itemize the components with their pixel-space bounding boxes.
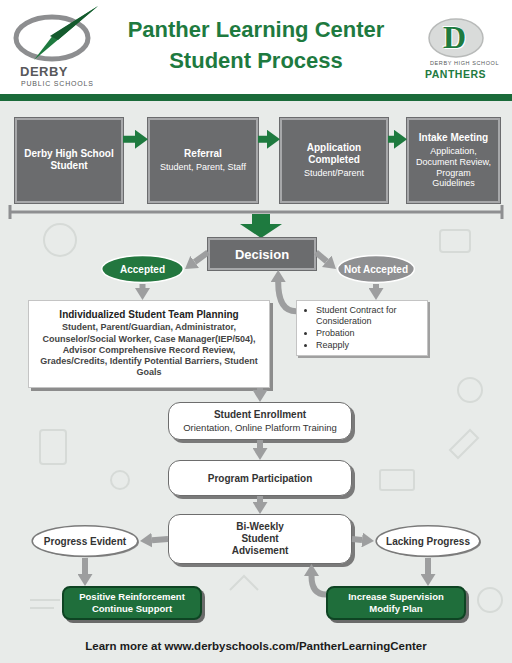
bullet-item: Reapply: [316, 340, 421, 351]
connector-arrow: [425, 558, 431, 574]
node-body: Application, Document Review, Program Gu…: [414, 146, 493, 189]
ellipse-shape: [32, 526, 138, 557]
connector-arrow: [82, 558, 88, 574]
option-list-box: Student Contract for ConsiderationProbat…: [296, 300, 428, 356]
connector-arrow: [373, 284, 379, 288]
node-heading: Individualized Student Team Planning: [59, 309, 238, 320]
header-rule: [0, 94, 512, 101]
district-logo: [16, 6, 98, 60]
connector-arrow: [316, 252, 327, 261]
connector-arrow: [312, 576, 326, 595]
process-box: Application CompletedStudent/Parent: [280, 118, 388, 203]
node-heading: Bi-Weekly Student Advisement: [224, 521, 296, 557]
node-body: Student, Parent/Guardian, Administrator,…: [34, 322, 264, 378]
planning-box: Individualized Student Team PlanningStud…: [28, 300, 270, 388]
ellipse-shape: [102, 256, 184, 283]
school-logo: [429, 19, 483, 57]
node-heading: Student Enrollment: [214, 409, 306, 420]
connector-arrow: [257, 496, 263, 502]
node-heading: Referral: [184, 148, 222, 160]
connector-arrow: [278, 282, 296, 311]
decision-box: Decision: [208, 238, 316, 270]
process-box: Program Participation: [168, 460, 352, 496]
logo-letter: D: [443, 18, 466, 56]
process-box: Derby High School Student: [15, 118, 123, 203]
connector-arrow: [258, 136, 267, 143]
action-box: Increase Supervision Modify Plan: [326, 586, 466, 620]
connector-arrow: [152, 539, 168, 540]
bullet-item: Probation: [316, 328, 421, 339]
status-ellipse: Progress Evident: [30, 524, 140, 558]
connector-arrow: [195, 252, 208, 262]
footer-caption: Learn more at www.derbyschools.com/Panth…: [0, 640, 512, 652]
status-ellipse: Lacking Progress: [374, 524, 482, 558]
node-heading: Application Completed: [287, 142, 381, 166]
process-box: Bi-Weekly Student Advisement: [168, 514, 352, 564]
node-heading: Program Participation: [208, 473, 312, 484]
node-heading: Lacking Progress: [386, 536, 470, 547]
connector-arrow: [388, 136, 394, 143]
connector-arrow: [257, 440, 263, 448]
node-heading: Accepted: [120, 264, 165, 275]
logo-text: PANTHERS: [425, 68, 486, 80]
node-body: Student, Parent, Staff: [160, 162, 246, 173]
connector-arrow: [123, 136, 135, 143]
process-box: ReferralStudent, Parent, Staff: [148, 118, 258, 203]
ellipse-shape: [338, 256, 415, 283]
node-heading: Progress Evident: [44, 536, 126, 547]
logo-text: DERBY: [20, 64, 68, 79]
node-body: Orientation, Online Platform Training: [183, 422, 337, 433]
logo-text: DERBY HIGH SCHOOL: [430, 60, 499, 66]
process-box: Intake MeetingApplication, Document Revi…: [407, 118, 500, 203]
logo-text: PUBLIC SCHOOLS: [21, 80, 94, 87]
header-band: [0, 0, 512, 94]
diagram-title: Panther Learning Center Student Process: [101, 14, 411, 76]
process-box: Student EnrollmentOrientation, Online Pl…: [168, 402, 352, 440]
faint-icons: [30, 224, 502, 612]
node-heading: Intake Meeting: [419, 132, 488, 144]
node-heading: Derby High School Student: [22, 148, 116, 172]
node-heading: Not Accepted: [344, 264, 408, 275]
bullet-list: Student Contract for ConsiderationProbat…: [303, 304, 421, 351]
node-body: Student/Parent: [304, 168, 364, 179]
group-bracket: [10, 205, 502, 238]
ellipse-shape: [376, 526, 480, 557]
node-heading: Positive Reinforcement Continue Support: [69, 591, 195, 615]
node-heading: Increase Supervision Modify Plan: [333, 591, 459, 615]
connector-arrow: [257, 388, 263, 390]
connector-arrow: [352, 536, 362, 543]
bullet-item: Student Contract for Consideration: [316, 305, 421, 327]
action-box: Positive Reinforcement Continue Support: [62, 586, 202, 620]
connector-arrow: [140, 284, 146, 288]
outcome-ellipse: Not Accepted: [336, 254, 416, 284]
outcome-ellipse: Accepted: [100, 254, 185, 284]
node-heading: Decision: [235, 247, 289, 262]
